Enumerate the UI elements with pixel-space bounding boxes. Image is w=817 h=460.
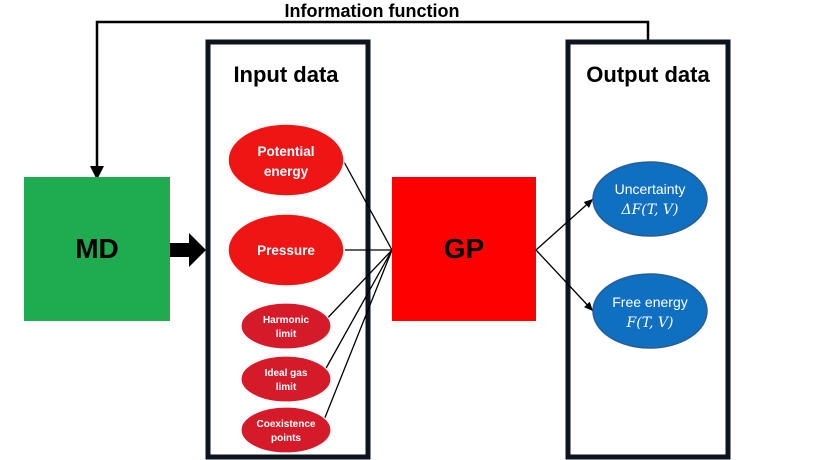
harmonic-limit-label-line2: limit (276, 329, 297, 340)
input-coexistence-points: Coexistence points (240, 406, 332, 454)
gp-block (392, 177, 536, 321)
output-free-energy: Free energy F(T, V) (592, 273, 708, 349)
input-pressure: Pressure (227, 213, 345, 287)
uncertainty-label-line2: ΔF(T, V) (620, 202, 678, 218)
md-to-input-arrow-shaft (170, 243, 190, 257)
information-function-label: Information function (285, 1, 460, 21)
md-label: MD (75, 233, 119, 264)
pressure-label: Pressure (257, 243, 315, 258)
free-energy-label-line2: F(T, V) (626, 315, 674, 331)
input-harmonic-limit: Harmonic limit (240, 302, 332, 350)
md-to-input-arrow-head (189, 233, 206, 267)
potential-energy-label-line2: energy (264, 164, 309, 179)
md-block (24, 177, 170, 321)
output-data-title: Output data (586, 62, 710, 87)
coexistence-points-label-line1: Coexistence (257, 419, 316, 430)
harmonic-limit-label-line1: Harmonic (263, 315, 310, 326)
input-potential-energy: Potential energy (227, 123, 345, 197)
ideal-gas-limit-label-line1: Ideal gas (265, 368, 308, 379)
gp-to-free-energy-arrow (535, 249, 594, 312)
input-to-gp-connectors (319, 159, 393, 431)
uncertainty-label-line1: Uncertainty (615, 181, 686, 197)
output-data-frame (565, 39, 731, 460)
free-energy-label-line1: Free energy (612, 294, 687, 310)
gp-to-uncertainty-arrow (535, 198, 594, 251)
information-function-line (95, 20, 650, 172)
input-ideal-gas-limit: Ideal gas limit (240, 355, 332, 403)
potential-energy-label-line1: Potential (257, 144, 314, 159)
output-uncertainty: Uncertainty ΔF(T, V) (592, 161, 708, 237)
input-data-title: Input data (233, 62, 339, 87)
coexistence-points-label-line2: points (271, 433, 301, 444)
gp-label: GP (444, 233, 484, 264)
information-function-arrowhead (90, 166, 104, 180)
ideal-gas-limit-label-line2: limit (276, 382, 297, 393)
